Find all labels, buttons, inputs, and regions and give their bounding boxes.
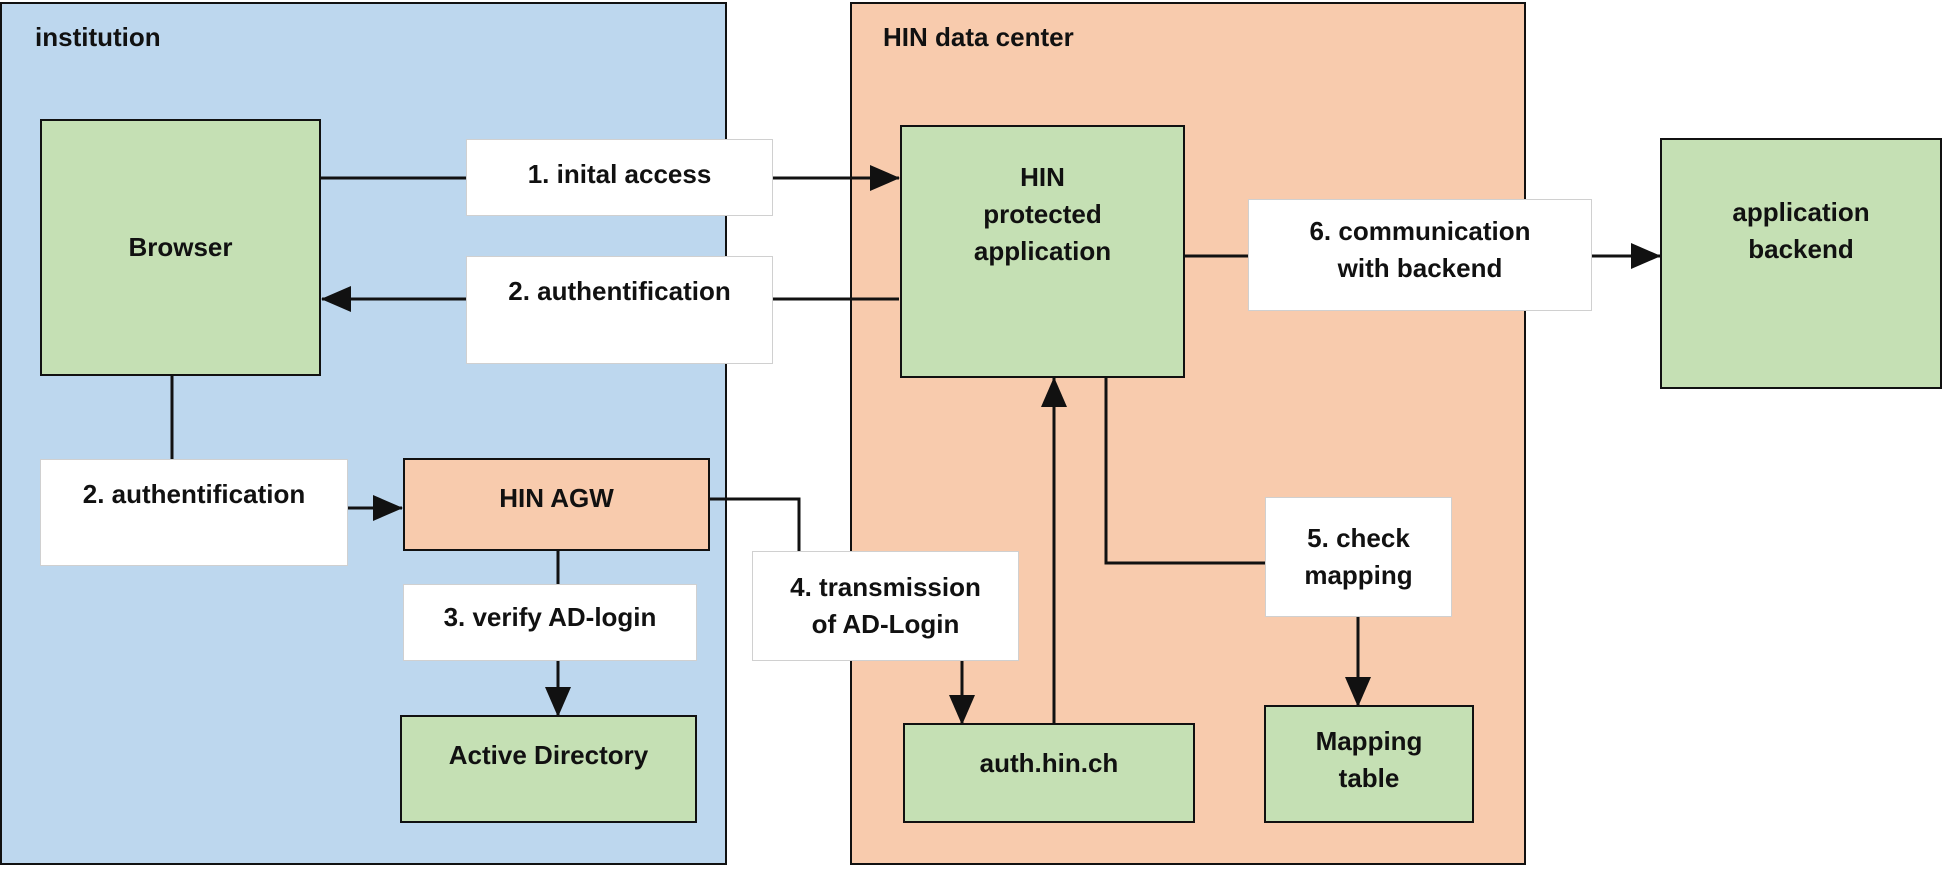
hin-agw-node: HIN AGW <box>403 458 710 551</box>
line-app-to-check-mapping <box>1104 377 1266 565</box>
step-5-check-mapping-label: 5. check mapping <box>1265 497 1452 617</box>
browser-node: Browser <box>40 119 321 376</box>
step-2-authentification-label: 2. authentification <box>466 256 773 364</box>
step-3-verify-ad-login-label: 3. verify AD-login <box>403 584 697 661</box>
active-directory-node: Active Directory <box>400 715 697 823</box>
step-2-authentification-label-left: 2. authentification <box>40 459 348 566</box>
line-agw-to-transmission <box>709 497 801 552</box>
institution-zone-label: institution <box>35 22 161 52</box>
application-backend-node: application backend <box>1660 138 1942 389</box>
datacenter-zone-label: HIN data center <box>883 22 1074 52</box>
hin-protected-application-node: HIN protected application <box>900 125 1185 378</box>
mapping-table-node: Mapping table <box>1264 705 1474 823</box>
step-1-initial-access-label: 1. inital access <box>466 139 773 216</box>
auth-hin-node: auth.hin.ch <box>903 723 1195 823</box>
step-4-transmission-label: 4. transmission of AD-Login <box>752 551 1019 661</box>
step-6-communication-label: 6. communication with backend <box>1248 199 1592 311</box>
